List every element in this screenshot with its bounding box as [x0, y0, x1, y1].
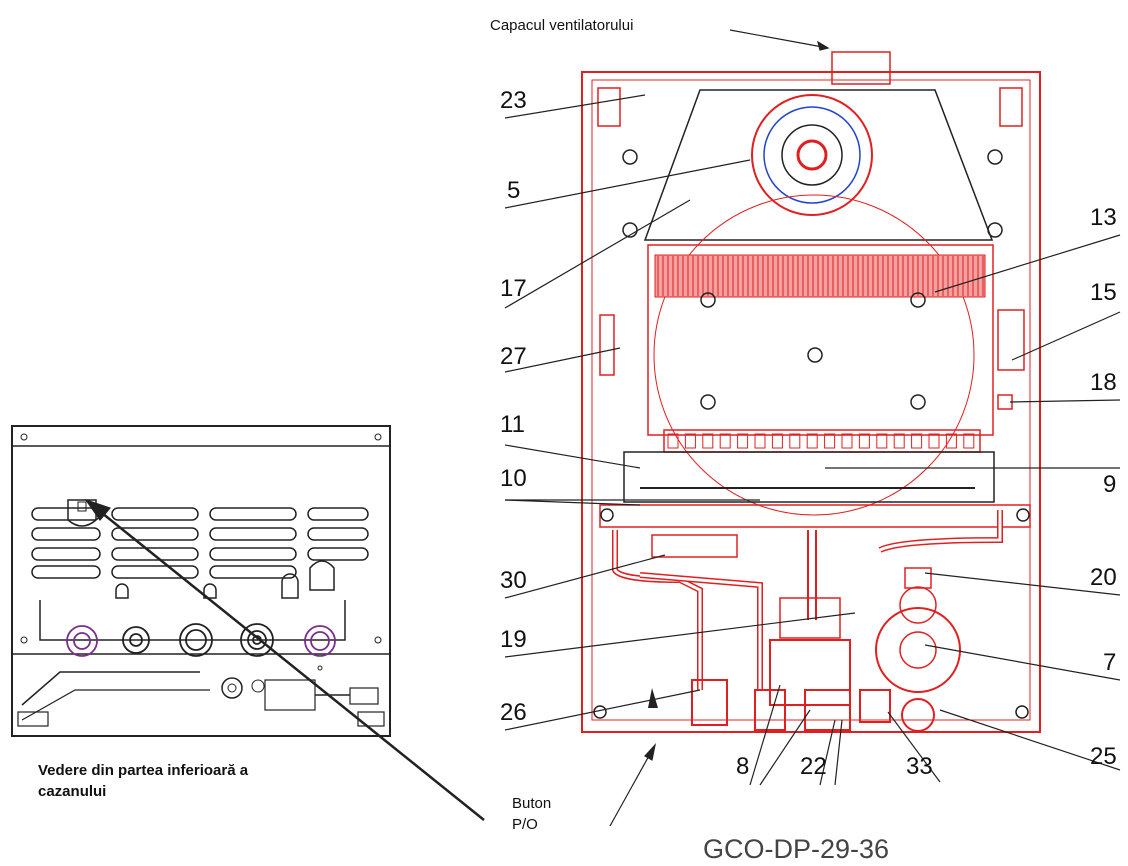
model-code: GCO-DP-29-36 — [703, 834, 889, 864]
callout-27: 27 — [500, 343, 527, 370]
bottom-view-caption-line1: Vedere din partea inferioară a — [38, 762, 249, 779]
callout-18: 18 — [1090, 369, 1117, 396]
callout-8: 8 — [736, 753, 749, 780]
callout-10: 10 — [500, 465, 527, 492]
callout-22: 22 — [800, 753, 827, 780]
button-label-line2: P/O — [512, 816, 538, 833]
callout-9: 9 — [1103, 471, 1116, 498]
callout-23: 23 — [500, 87, 527, 114]
leader-lines — [84, 29, 1121, 827]
callout-15: 15 — [1090, 279, 1117, 306]
boiler-front-drawing — [581, 51, 1041, 733]
callout-26: 26 — [500, 699, 527, 726]
callout-33: 33 — [906, 753, 933, 780]
callout-19: 19 — [500, 626, 527, 653]
callout-13: 13 — [1090, 204, 1117, 231]
bottom-view-drawing — [11, 425, 391, 737]
callout-17: 17 — [500, 275, 527, 302]
bottom-view-caption-line2: cazanului — [38, 783, 106, 800]
callout-7: 7 — [1103, 649, 1116, 676]
callout-11: 11 — [500, 411, 525, 438]
button-label-line1: Buton — [512, 795, 551, 812]
fan-cover-label: Capacul ventilatorului — [490, 17, 633, 34]
callout-5: 5 — [507, 177, 520, 204]
callout-25: 25 — [1090, 743, 1117, 770]
callout-20: 20 — [1090, 564, 1117, 591]
callout-30: 30 — [500, 567, 527, 594]
